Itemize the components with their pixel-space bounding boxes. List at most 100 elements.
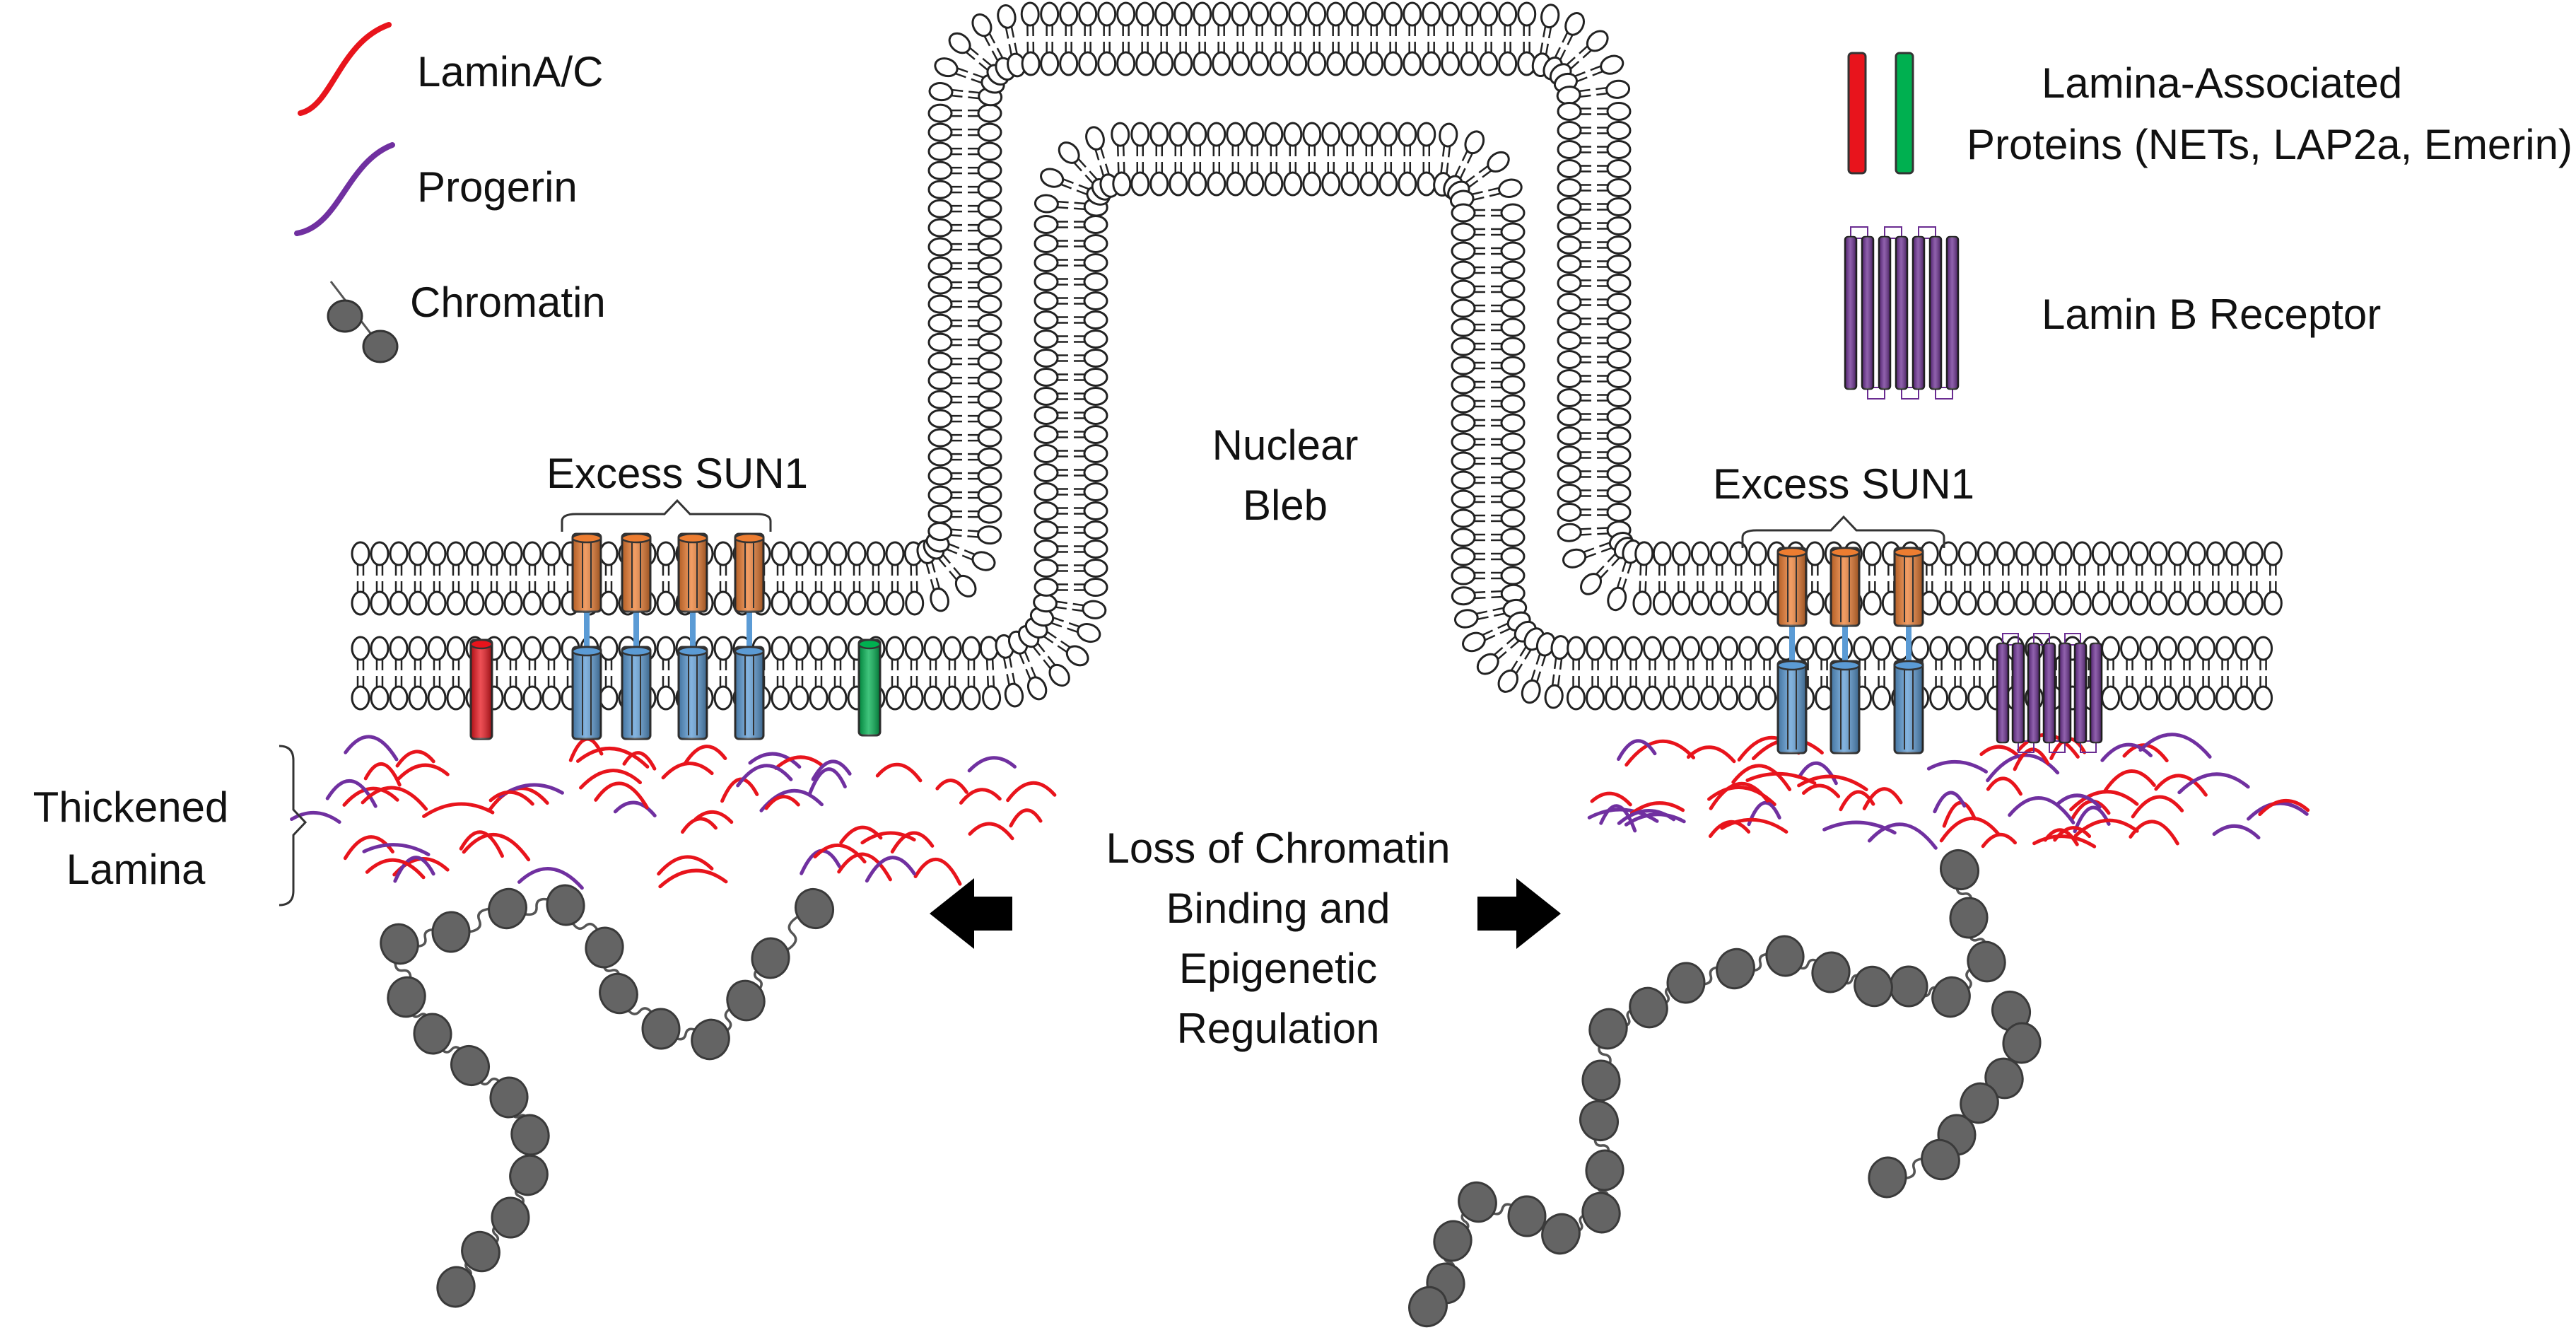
outer-membrane: [351, 1, 2283, 616]
nucleosome: [1889, 965, 1928, 1008]
nucleosome: [1967, 940, 2006, 983]
nucleosome: [1984, 1057, 2024, 1100]
thickened-lamina-bracket: [279, 745, 308, 906]
legend-lamin-b-receptor-label: Lamin B Receptor: [2042, 291, 2381, 338]
nucleosome: [491, 1196, 530, 1239]
nucleosome: [1765, 935, 1805, 977]
center-label-line4: Regulation: [1177, 1005, 1380, 1052]
sun1-right-1-bottom: [1776, 660, 1808, 754]
nucleosome: [1949, 897, 1989, 939]
nucleosome: [1458, 1181, 1497, 1223]
nucleosome: [461, 1230, 500, 1273]
nucleosome: [2002, 1022, 2042, 1064]
chromatin-fibers: [380, 849, 2042, 1328]
thickened-lamina-label-line2: Lamina: [66, 846, 206, 893]
nucleosome: [488, 887, 527, 930]
lamin-b-receptor: [1996, 633, 2103, 753]
lamina-associated-protein-red: [469, 639, 493, 740]
legend: LaminA/C Progerin Chromatin Lamina-Assoc…: [294, 22, 2572, 400]
nucleosome: [794, 887, 835, 930]
nucleosome: [1868, 1156, 1907, 1199]
lamina-left: [290, 735, 1057, 890]
nucleosome: [691, 1018, 730, 1061]
inner-membrane: [351, 122, 2273, 711]
nucleosome: [436, 1266, 476, 1308]
sun1-right-2-top: [1829, 547, 1861, 627]
legend-lamina-associated-line1: Lamina-Associated: [2042, 59, 2402, 107]
nucleosome: [641, 1008, 681, 1050]
nucleosome: [1588, 1008, 1628, 1050]
sun1-right-1-top: [1776, 547, 1808, 627]
sun1-left-1-top: [571, 532, 602, 613]
nucleosome: [1541, 1213, 1581, 1255]
nucleosome: [1585, 1149, 1624, 1191]
sun1-left-3-bottom: [677, 646, 708, 740]
nucleosome: [1507, 1195, 1547, 1237]
nuclear-envelope-membranes: [351, 1, 2283, 711]
nuclear-bleb-label-line1: Nuclear: [1212, 421, 1359, 469]
nuclear-bleb-label-line2: Bleb: [1243, 482, 1328, 529]
nucleosome: [1811, 951, 1851, 993]
nucleosome: [380, 923, 419, 965]
nucleosome: [489, 1076, 529, 1119]
lamina-associated-legend-icon: [1847, 52, 1914, 175]
lamina-right: [1587, 733, 2310, 850]
nucleosome: [413, 1013, 452, 1055]
legend-progerin-label: Progerin: [417, 163, 578, 211]
lamin-ac-legend-icon: [298, 22, 392, 116]
sun1-right-3-bottom: [1893, 660, 1924, 754]
lamin-b-receptor-legend-icon: [1844, 226, 1960, 400]
nucleosome: [431, 911, 471, 953]
thickened-lamina-label-line1: Thickened: [33, 783, 229, 831]
center-label-line3: Epigenetic: [1179, 945, 1377, 992]
sun1-left-4-bottom: [734, 646, 765, 740]
legend-chromatin-label: Chromatin: [410, 279, 606, 326]
nucleosome: [450, 1044, 490, 1087]
nucleosome: [1939, 849, 1980, 891]
sun1-right-3-top: [1893, 547, 1924, 627]
right-arrow-icon: [1477, 878, 1561, 949]
nucleosome: [726, 979, 766, 1022]
excess-sun1-right-label: Excess SUN1: [1713, 460, 1974, 508]
progerin-legend-icon: [294, 142, 395, 236]
nucleosome: [1433, 1220, 1473, 1262]
sun1-left-4-top: [734, 532, 765, 613]
nucleosome: [1931, 976, 1971, 1018]
center-label-line2: Binding and: [1166, 885, 1391, 932]
chromatin-right-tail: [1868, 990, 2042, 1199]
lamina-associated-protein-green: [857, 639, 882, 737]
sun1-left-1-bottom: [571, 646, 602, 740]
nucleosome: [1921, 1138, 1960, 1181]
nucleosome: [387, 976, 426, 1018]
nucleosome: [509, 1154, 549, 1196]
nucleosome: [1579, 1100, 1619, 1142]
sun1-left-2-top: [621, 532, 652, 613]
nucleosome: [546, 884, 585, 926]
excess-sun1-right-bracket: [1741, 515, 1945, 548]
nucleosome: [1629, 986, 1668, 1029]
nucleosome: [1960, 1082, 1999, 1124]
legend-lamin-ac-label: LaminA/C: [417, 48, 603, 95]
chromatin-right: [1408, 849, 2006, 1328]
nucleosome: [1666, 962, 1706, 1004]
nucleosome: [1408, 1286, 1448, 1328]
nucleosome: [599, 972, 638, 1015]
nucleosome: [585, 926, 624, 969]
nucleosome: [510, 1114, 550, 1156]
sun1-left-3-top: [677, 532, 708, 613]
legend-lamina-associated-line2: Proteins (NETs, LAP2a, Emerin): [1967, 121, 2572, 168]
nucleosome: [1581, 1059, 1621, 1102]
annotations: Excess SUN1 Excess SUN1 Nuclear Bleb Thi…: [33, 421, 1974, 1052]
excess-sun1-left-label: Excess SUN1: [546, 450, 808, 497]
nucleosome: [1854, 965, 1893, 1008]
nucleosome: [1581, 1191, 1621, 1234]
nucleosome: [751, 937, 790, 979]
center-label-line1: Loss of Chromatin: [1106, 824, 1451, 872]
membrane-proteins: [469, 532, 2103, 754]
sun1-left-2-bottom: [621, 646, 652, 740]
chromatin-legend-icon: [327, 281, 399, 363]
thickened-lamina-mesh: [290, 733, 2310, 890]
excess-sun1-left-bracket: [561, 499, 772, 532]
left-arrow-icon: [930, 878, 1012, 949]
